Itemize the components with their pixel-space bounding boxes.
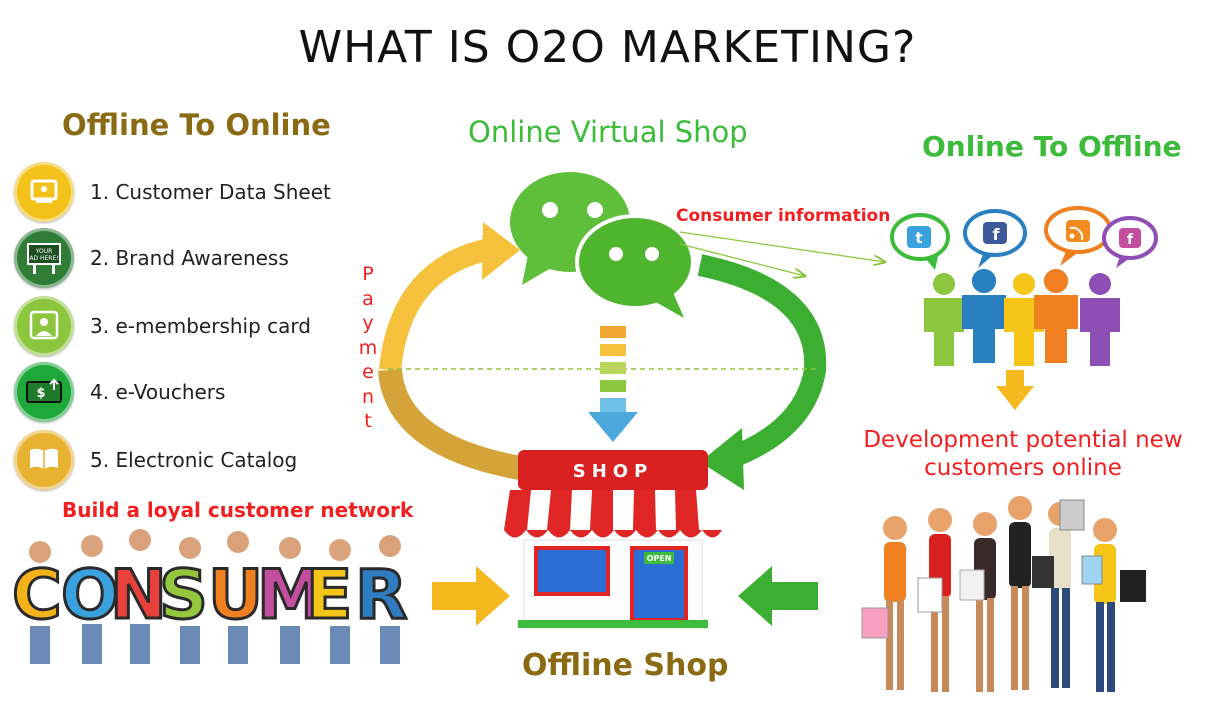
development-text-line: Development potential new (863, 427, 1183, 453)
development-text-line: customers online (924, 455, 1122, 481)
item-label: 5. Electronic Catalog (90, 448, 298, 472)
payment-letter: n (361, 385, 375, 408)
customer-data-sheet-icon (14, 162, 74, 222)
list-item-brand-awareness: YOUR AD HERE! 2. Brand Awareness (14, 226, 374, 290)
shop-storefront: SHOP OPEN (504, 450, 722, 628)
payment-letter: t (364, 410, 372, 432)
svg-text:f: f (1127, 232, 1134, 248)
svg-text:f: f (993, 225, 1001, 244)
person-figure (1034, 268, 1078, 363)
download-bars (588, 326, 638, 442)
consumer-letter: S (158, 555, 210, 637)
consumer-letter: C (11, 555, 64, 637)
consumer-info-arrow (679, 243, 805, 276)
payment-letter: P (362, 263, 374, 285)
person-figure (924, 273, 964, 366)
payment-letter: e (362, 361, 374, 383)
consumer-letter: U (206, 555, 264, 637)
facebook-icon: f (1102, 216, 1158, 268)
membership-card-icon (14, 296, 74, 356)
catalog-book-icon (14, 430, 74, 490)
build-loyal-network-text: Build a loyal customer network (62, 498, 414, 522)
development-text: Development potential new customers onli… (848, 426, 1198, 482)
payment-arrow-upper (379, 222, 520, 372)
item-label: 2. Brand Awareness (90, 246, 289, 270)
facebook-icon: f (963, 209, 1027, 268)
shoppers-photo (861, 496, 1146, 692)
customers-to-shop-arrow (738, 566, 818, 626)
svg-text:$: $ (36, 386, 45, 401)
open-sign: OPEN (647, 554, 672, 563)
person-figure (1080, 273, 1120, 366)
list-item-electronic-catalog: 5. Electronic Catalog (14, 428, 374, 492)
list-item-e-vouchers: $ 4. e-Vouchers (14, 360, 374, 424)
consumer-letter: O (60, 555, 121, 637)
consumer-info-arrow (679, 231, 885, 262)
item-label: 1. Customer Data Sheet (90, 180, 331, 204)
item-label: 4. e-Vouchers (90, 380, 226, 404)
payment-letter: y (362, 312, 374, 334)
online-to-offline-title: Online To Offline (922, 130, 1182, 163)
svg-text:t: t (915, 229, 922, 247)
offline-shop-title: Offline Shop (522, 648, 729, 683)
page-title: WHAT IS O2O MARKETING? (298, 22, 917, 73)
online-virtual-shop-title: Online Virtual Shop (468, 115, 748, 149)
payment-letter: m (358, 336, 378, 359)
person-figure (962, 268, 1006, 363)
twitter-icon: t (890, 213, 950, 270)
svg-text:AD HERE!: AD HERE! (29, 255, 58, 262)
offline-to-online-title: Offline To Online (62, 108, 331, 142)
rss-icon (1044, 206, 1112, 266)
consumer-letter: M (256, 555, 327, 637)
list-item-e-membership-card: 3. e-membership card (14, 294, 374, 358)
list-item-customer-data-sheet: 1. Customer Data Sheet (14, 160, 374, 224)
people-figures (924, 268, 1120, 366)
voucher-icon: $ (14, 362, 74, 422)
payment-letter: a (362, 287, 374, 310)
item-label: 3. e-membership card (90, 314, 311, 338)
online-to-shop-arrow (697, 254, 827, 490)
down-arrow (996, 370, 1034, 410)
consumer-letter: E (304, 555, 353, 637)
consumer-to-shop-arrow (432, 566, 510, 626)
consumer-letter: R (353, 555, 408, 637)
consumer-people (29, 529, 401, 664)
svg-text:YOUR: YOUR (35, 248, 53, 255)
consumer-information-label: Consumer information (676, 206, 891, 226)
chat-bubble-icon (510, 172, 695, 318)
billboard-icon: YOUR AD HERE! (14, 228, 74, 288)
payment-arrow-lower (378, 368, 523, 480)
consumer-letter: N (109, 555, 169, 637)
social-bubbles: t f f (890, 206, 1158, 270)
shop-sign: SHOP (573, 461, 654, 482)
